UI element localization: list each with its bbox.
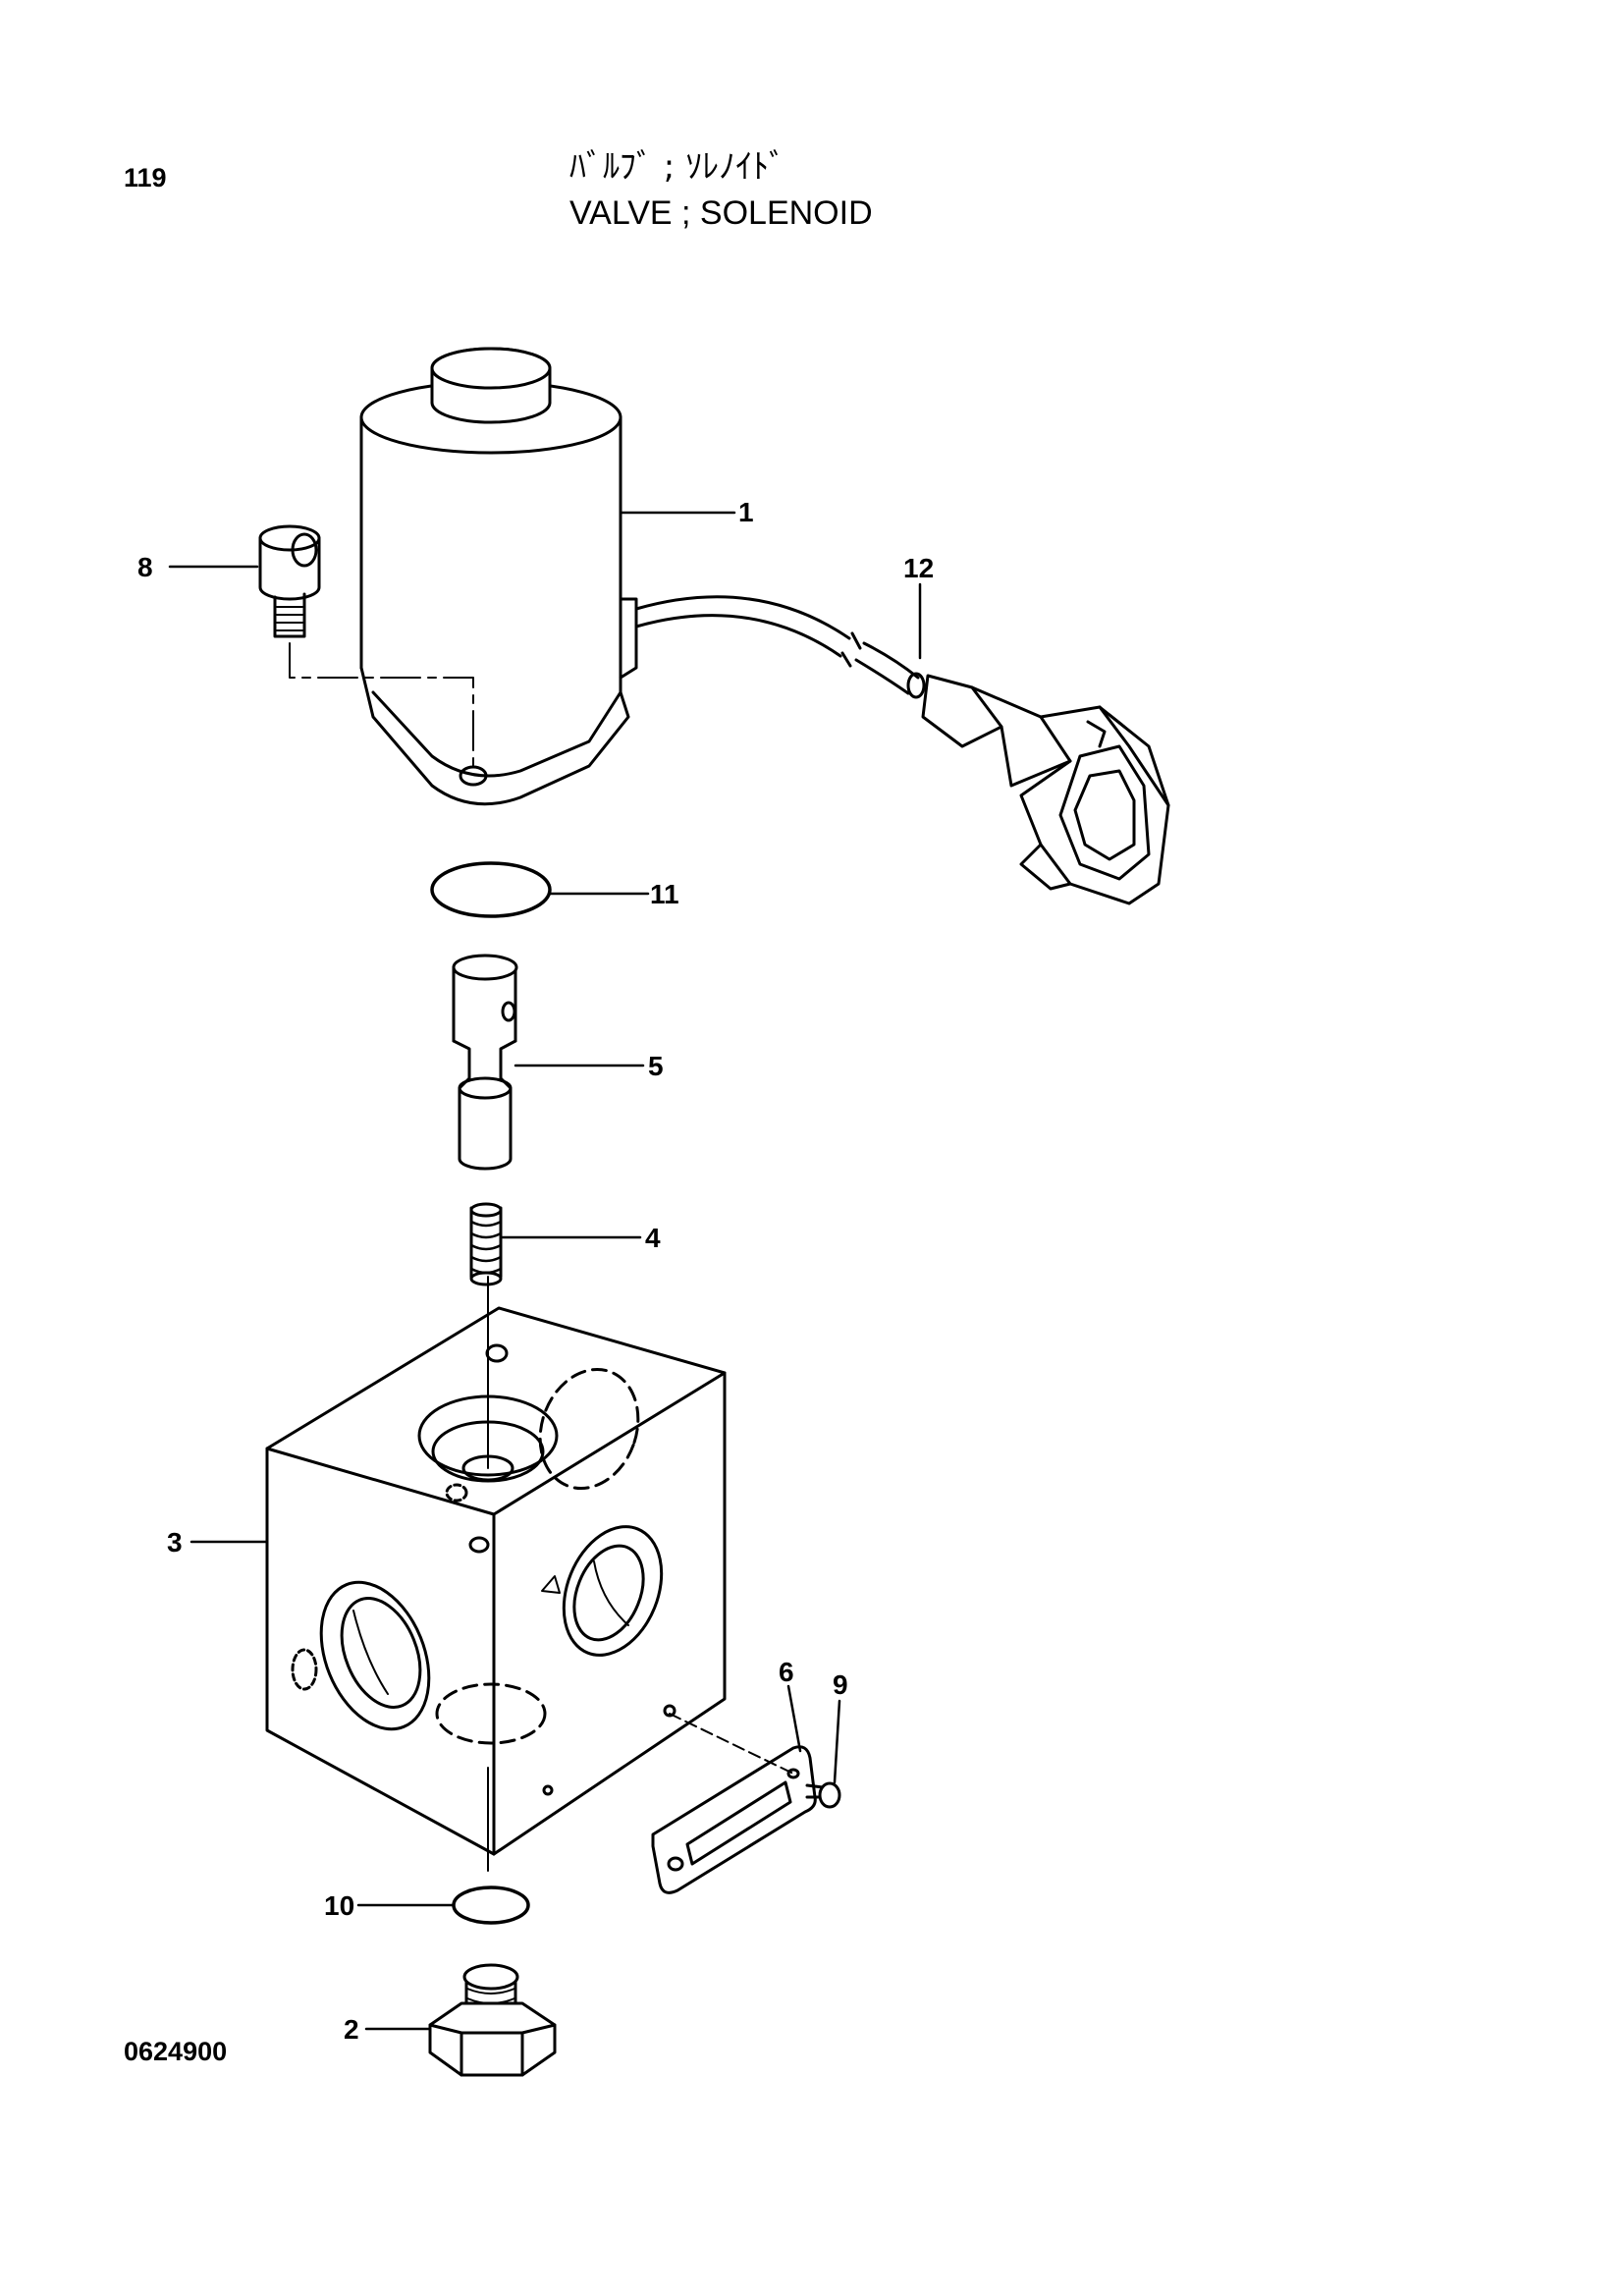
callout-3: 3 [167, 1527, 183, 1558]
callout-11: 11 [650, 879, 679, 909]
callout-12: 12 [903, 553, 934, 583]
cover-screw [805, 1781, 841, 1809]
hex-plug [428, 1963, 557, 2077]
valve-block [265, 1276, 727, 1872]
callout-5: 5 [648, 1051, 664, 1081]
valve-spool [452, 954, 518, 1171]
socket-head-bolt [258, 524, 474, 767]
o-ring-lower [452, 1886, 530, 1925]
title-english: VALVE ; SOLENOID [569, 194, 873, 232]
callout-6: 6 [779, 1657, 794, 1687]
callout-1: 1 [738, 497, 754, 527]
callout-8: 8 [137, 552, 153, 582]
title-japanese: ﾊﾞﾙﾌﾞ ; ｿﾚﾉｲﾄﾞ [569, 147, 786, 187]
callout-10: 10 [324, 1890, 354, 1921]
spring [469, 1202, 503, 1286]
cover-plate [651, 1713, 817, 1894]
page-number: 119 [124, 163, 167, 192]
leader-lines [168, 511, 922, 2031]
callout-2: 2 [344, 2014, 359, 2045]
solenoid-coil [359, 347, 1170, 905]
o-ring-upper [430, 861, 552, 918]
callout-9: 9 [833, 1669, 848, 1700]
document-code: 0624900 [124, 2037, 228, 2066]
callout-4: 4 [645, 1223, 661, 1253]
